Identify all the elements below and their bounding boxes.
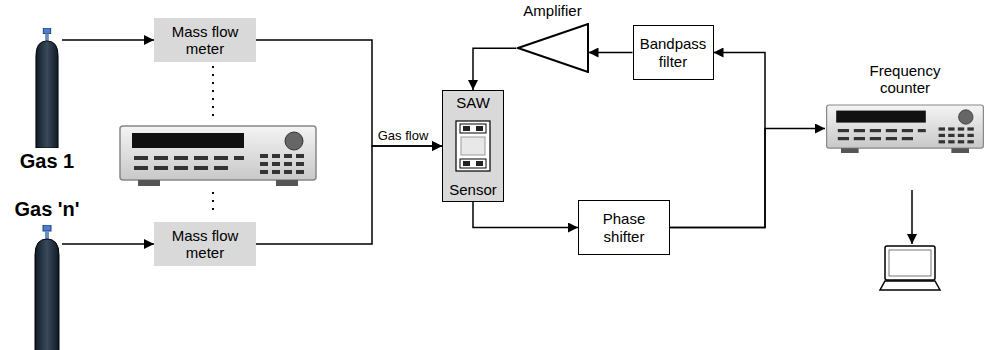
node-label: Gas 'n' (14, 198, 79, 221)
mass-flow-meter: Mass flow meter (154, 222, 256, 266)
sensor-chip (455, 120, 491, 172)
node-label: SAW (456, 94, 490, 111)
connector (62, 243, 154, 245)
filter-box: Bandpass filter (633, 25, 714, 80)
connector (256, 146, 442, 244)
data-cable (911, 190, 913, 244)
connector (473, 202, 578, 228)
connector (62, 39, 154, 41)
edge-label: Gas flow (376, 128, 431, 143)
dotted-line (212, 192, 214, 216)
gas-cylinder: Gas 'n' (2, 198, 92, 350)
node-label: Amplifier (523, 2, 581, 19)
amplifier-symbol (517, 23, 589, 73)
connector (589, 52, 633, 54)
dotted-line (212, 66, 214, 122)
cylinder-shape (32, 225, 62, 350)
laptop-icon (880, 246, 940, 290)
cylinder-shape (32, 28, 62, 148)
frequency-counter: Frequency counter (822, 62, 988, 188)
node-label: Phase shifter (585, 210, 663, 245)
gas-cylinder: Gas 1 (2, 28, 92, 178)
counter-instrument (825, 103, 985, 155)
node-label: Frequency counter (850, 62, 960, 97)
connector (670, 129, 825, 228)
phase-shifter-box: Phase shifter (578, 200, 670, 255)
connector (473, 48, 517, 90)
flow-controller-unit (120, 126, 316, 186)
mass-flow-meter: Mass flow meter (154, 18, 256, 62)
connector (256, 40, 442, 146)
node-label: Sensor (449, 181, 497, 198)
node-label: Mass flow meter (160, 23, 250, 58)
node-label: Gas 1 (20, 150, 74, 173)
node-label: Bandpass filter (640, 35, 707, 70)
saw-sensor: SAW Sensor (442, 90, 504, 202)
amplifier-triangle: Amplifier (505, 2, 600, 80)
node-label: Mass flow meter (160, 227, 250, 262)
